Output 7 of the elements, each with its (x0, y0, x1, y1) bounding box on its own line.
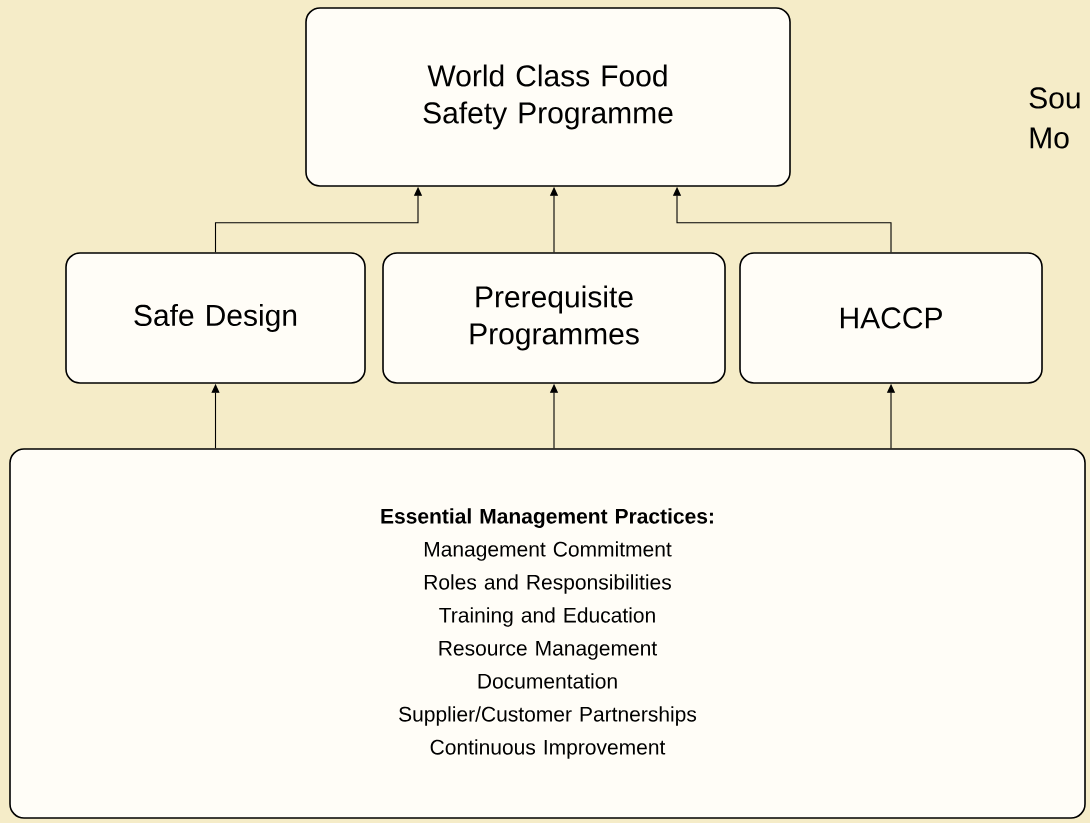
side-note-text: Sou (1029, 87, 1080, 109)
pillar-box: Safe Design (65, 252, 366, 384)
goal-box: World Class Food Safety Programme (305, 7, 791, 187)
side-note-text: Mo (1030, 127, 1069, 149)
practices-box: Essential Management Practices: Management Commitment Roles and Responsibilities Training and Education Resource Management Documentation Supplier/Customer Partnerships Continuous Improvement (9, 448, 1086, 819)
pillar-box: HACCP (739, 252, 1043, 384)
pillar-box: Prerequisite Programmes (382, 252, 726, 384)
